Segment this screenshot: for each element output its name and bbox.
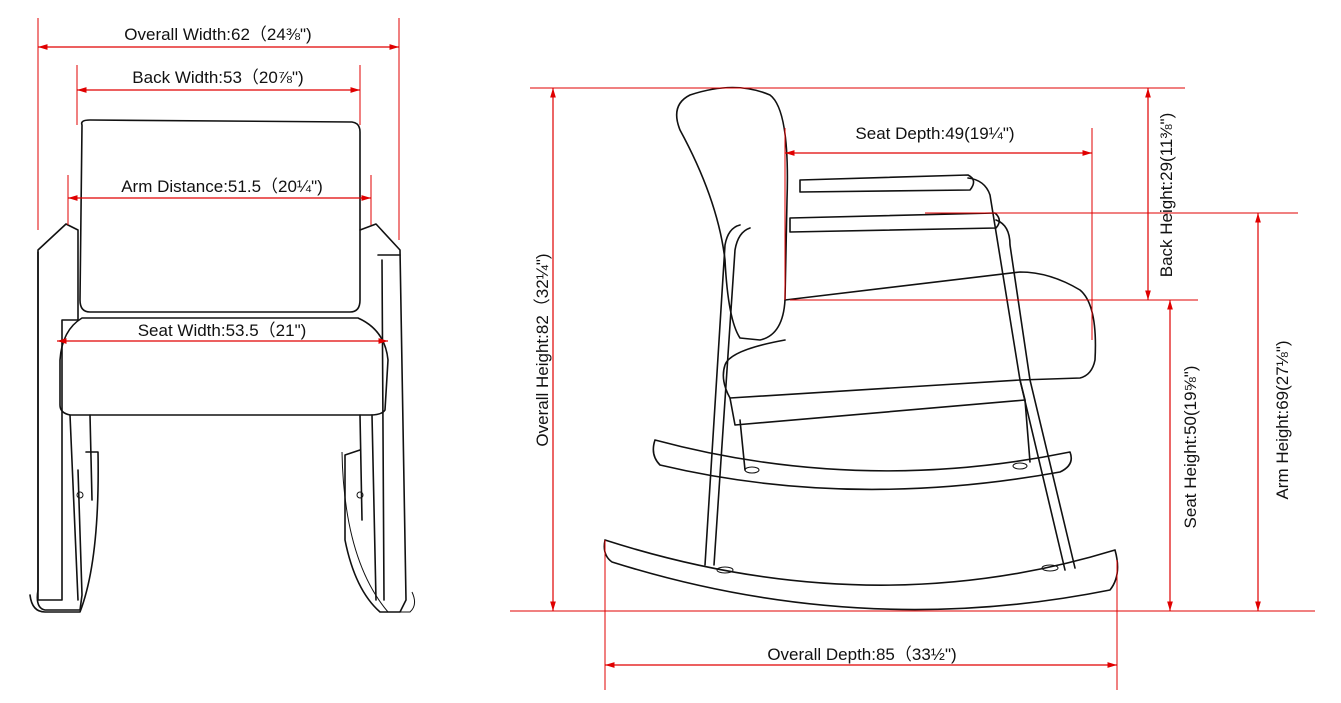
arm-distance-label: Arm Distance:51.5（20¼") [121, 177, 323, 196]
overall-height-label: Overall Height:82（32¼") [533, 253, 552, 446]
side-view-dimensions: Overall Height:82（32¼") Seat Depth:49(19… [510, 87, 1315, 690]
overall-width-label: Overall Width:62（24⅜") [124, 25, 311, 44]
back-width-label: Back Width:53（20⅞") [132, 68, 303, 87]
front-view-dimensions: Overall Width:62（24⅜") Back Width:53（20⅞… [37, 18, 400, 344]
back-height-label: Back Height:29(11⅜") [1157, 113, 1176, 277]
overall-depth-label: Overall Depth:85（33½") [767, 645, 956, 664]
seat-depth-label: Seat Depth:49(19¼") [855, 124, 1014, 143]
side-view-chair [603, 86, 1119, 611]
seat-height-label: Seat Height:50(19⅝") [1181, 366, 1200, 529]
seat-width-label: Seat Width:53.5（21") [138, 321, 307, 340]
arm-height-label: Arm Height:69(27⅛") [1273, 340, 1292, 499]
